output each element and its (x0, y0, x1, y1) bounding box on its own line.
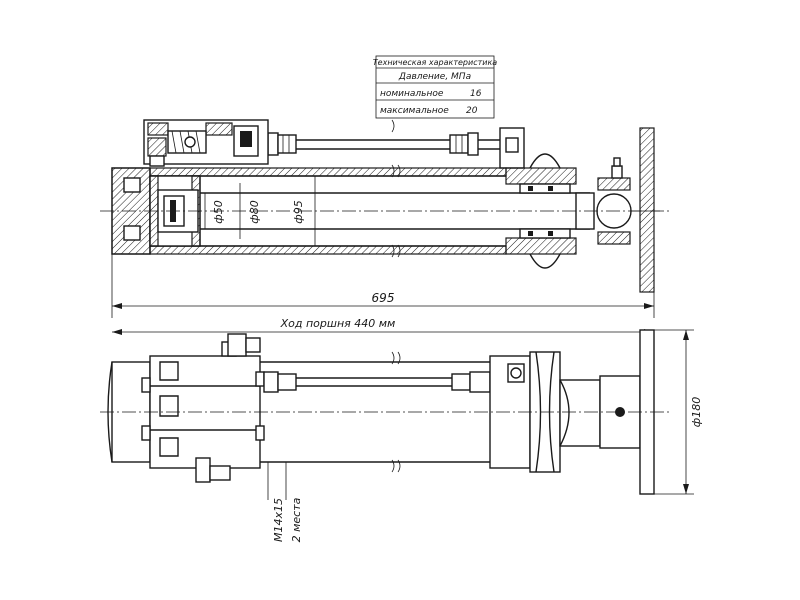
dim-piston-stroke: Ход поршня 440 мм (280, 317, 396, 330)
dimension-lines: 695 Ход поршня 440 мм (111, 254, 655, 335)
spec-max-value: 20 (466, 106, 478, 116)
spec-table-title: Техническая характеристика (373, 58, 498, 67)
thread-callout: М14х15 (272, 498, 285, 542)
dim-diameter-95: ф95 (292, 200, 305, 223)
spec-nominal-label: номинальное (380, 89, 444, 99)
dim-overall-length: 695 (372, 291, 395, 305)
dim-flange-diameter: ф180 (690, 397, 703, 427)
thread-places: 2 места (290, 497, 303, 542)
spec-pressure-label: Давление, МПа (398, 72, 471, 82)
section-view: ф50 ф80 ф95 (100, 119, 670, 293)
spec-nominal-value: 16 (470, 89, 482, 99)
dim-diameter-50: ф50 (212, 200, 225, 223)
exterior-view: ф180 М14х15 2 места (100, 329, 703, 542)
spec-max-label: максимальное (380, 106, 449, 116)
dim-diameter-80: ф80 (248, 200, 261, 223)
spec-table: Техническая характеристика Давление, МПа… (373, 55, 498, 119)
